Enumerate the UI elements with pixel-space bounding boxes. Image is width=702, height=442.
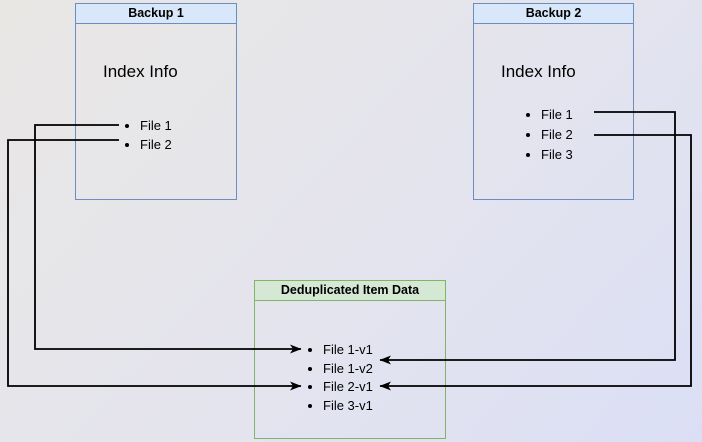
backup-2-file-1-item: File 1 xyxy=(541,105,633,125)
dedup-file-3-v1-item: File 3-v1 xyxy=(323,397,445,416)
backup-2-file-3-item: File 3 xyxy=(541,145,633,165)
backup-2-box: Backup 2 Index Info File 1 File 2 File 3 xyxy=(473,3,634,200)
backup-2-title: Backup 2 xyxy=(474,4,633,24)
backup-1-file-1-item: File 1 xyxy=(140,116,236,135)
backup-1-box: Backup 1 Index Info File 1 File 2 xyxy=(75,3,237,200)
backup-2-file-list: File 1 File 2 File 3 xyxy=(474,105,633,165)
deduplicated-item-list: File 1-v1 File 1-v2 File 2-v1 File 3-v1 xyxy=(255,341,445,415)
backup-2-index-info-label: Index Info xyxy=(501,62,576,81)
deduplicated-item-data-box: Deduplicated Item Data File 1-v1 File 1-… xyxy=(254,280,446,439)
backup-1-index-info-label: Index Info xyxy=(103,62,178,81)
dedup-file-2-v1-item: File 2-v1 xyxy=(323,378,445,397)
backup-1-title: Backup 1 xyxy=(76,4,236,24)
backup-2-file-2-item: File 2 xyxy=(541,125,633,145)
backup-1-file-list: File 1 File 2 xyxy=(76,116,236,154)
dedup-file-1-v2-item: File 1-v2 xyxy=(323,360,445,379)
backup-1-file-2-item: File 2 xyxy=(140,135,236,154)
deduplicated-item-data-title: Deduplicated Item Data xyxy=(255,281,445,301)
dedup-file-1-v1-item: File 1-v1 xyxy=(323,341,445,360)
